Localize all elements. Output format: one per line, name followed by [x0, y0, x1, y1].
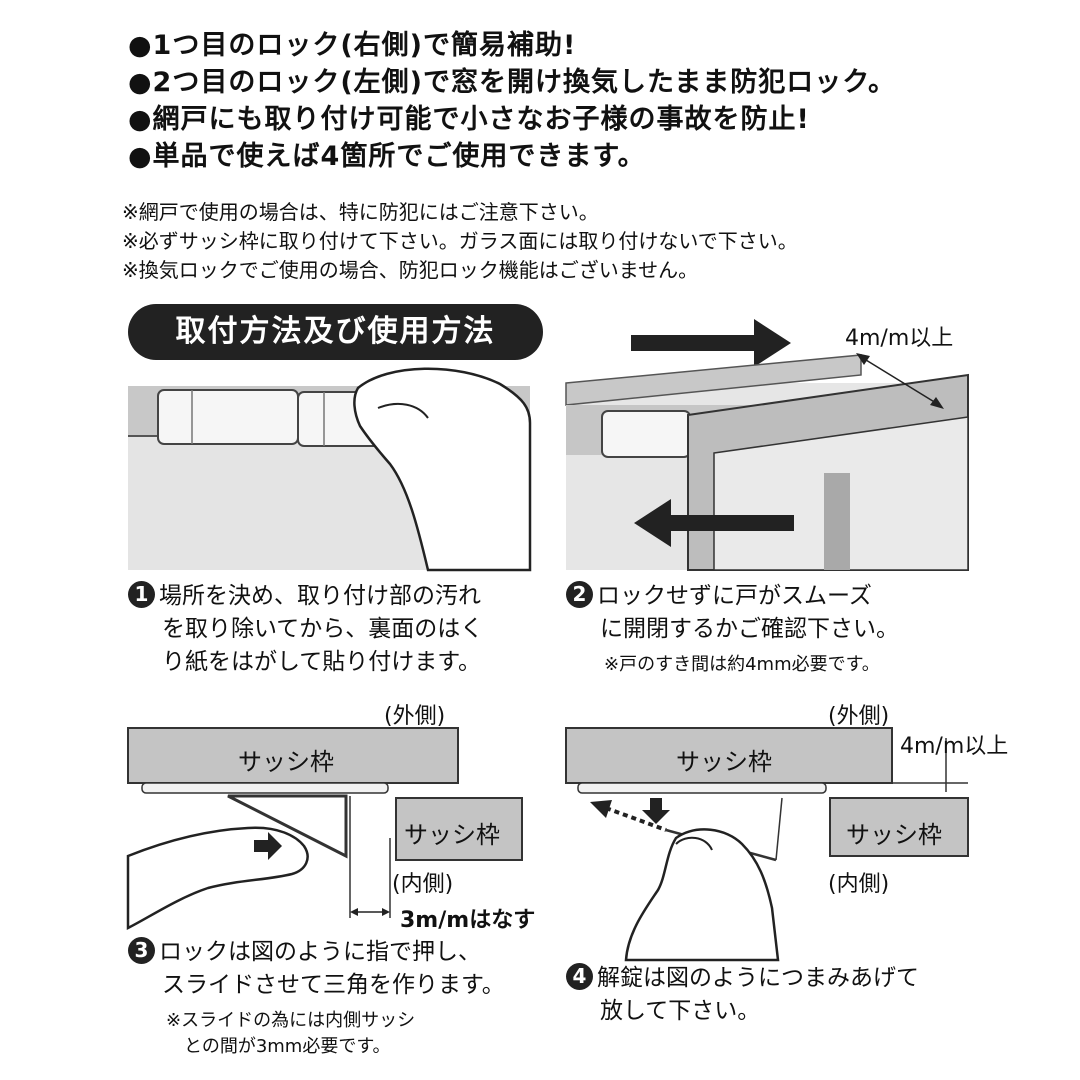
step-3-line-2: スライドさせて三角を作ります。 — [162, 972, 505, 998]
note-line-3: ※換気ロックでご使用の場合、防犯ロック機能はございません。 — [122, 258, 699, 282]
step-4-line-2: 放して下さい。 — [600, 998, 761, 1024]
illustration-step2 — [565, 319, 969, 571]
outside-label-right: (外側) — [828, 704, 890, 729]
outside-label-left: (外側) — [384, 704, 446, 729]
step-2-sub: ※戸のすき間は約4mm必要です。 — [604, 654, 880, 675]
section-heading: 取付方法及び使用方法 — [128, 304, 543, 360]
feature-line-2: ●2つ目のロック(左側)で窓を開け換気したまま防犯ロック。 — [128, 67, 897, 98]
step-number-4: 4 — [566, 963, 593, 990]
gap-label-3mm: 3m/mはなす — [400, 908, 536, 933]
illustration-step1 — [128, 367, 532, 572]
push-arrow-icon — [254, 832, 282, 860]
pull-arrow-icon — [590, 800, 612, 818]
note-line-1: ※網戸で使用の場合は、特に防犯にはご注意下さい。 — [122, 200, 599, 224]
feature-line-3: ●網戸にも取り付け可能で小さなお子様の事故を防止! — [128, 104, 810, 135]
step-1-line-3: り紙をはがして貼り付けます。 — [162, 649, 482, 675]
sash-frame-label-right-top: サッシ枠 — [676, 748, 772, 776]
feature-line-1: ●1つ目のロック(右側)で簡易補助! — [128, 30, 577, 61]
note-line-2: ※必ずサッシ枠に取り付けて下さい。ガラス面には取り付けないで下さい。 — [122, 229, 798, 253]
step-number-2: 2 — [566, 581, 593, 608]
step-number-1: 1 — [128, 581, 155, 608]
down-arrow-icon — [642, 798, 670, 824]
illustration-step3 — [126, 727, 523, 931]
gap-label-4mm-bottom: 4m/m以上 — [900, 734, 1009, 759]
sash-frame-label-left-top: サッシ枠 — [238, 748, 334, 776]
sash-frame-label-right-bottom: サッシ枠 — [846, 821, 942, 849]
inside-label-right: (内側) — [828, 872, 890, 897]
step-1-line-2: を取り除いてから、裏面のはく — [162, 616, 484, 642]
step-3-sub-2: との間が3mm必要です。 — [184, 1036, 391, 1057]
arrow-left-icon — [634, 499, 794, 547]
inside-label-left: (内側) — [392, 872, 454, 897]
feature-line-4: ●単品で使えば4箇所でご使用できます。 — [128, 141, 646, 172]
step-number-3: 3 — [128, 937, 155, 964]
step-3-sub-1: ※スライドの為には内側サッシ — [166, 1010, 416, 1031]
sash-frame-label-left-bottom: サッシ枠 — [404, 821, 500, 849]
step-2-line-2: に開閉するかご確認下さい。 — [600, 616, 899, 642]
arrow-right-icon — [631, 319, 791, 367]
illustration-step4 — [565, 727, 969, 962]
gap-label-4mm-top: 4m/m以上 — [845, 326, 954, 351]
